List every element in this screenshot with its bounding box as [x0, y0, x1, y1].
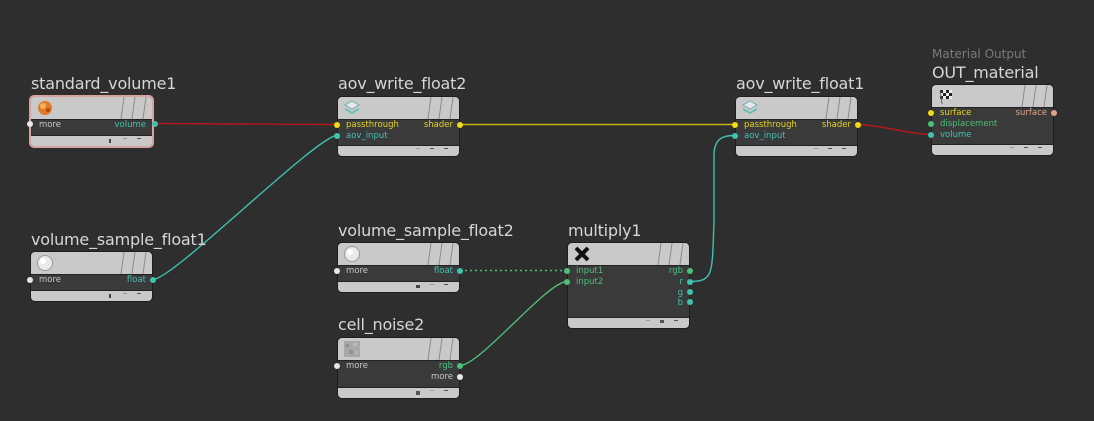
output-label: g	[677, 288, 683, 298]
node-title: volume_sample_float2	[338, 221, 514, 240]
node-card[interactable]: surface surface displacement volume	[931, 84, 1054, 156]
cloud-sphere-icon	[343, 245, 361, 263]
cloud-sphere-icon	[36, 254, 54, 272]
aov-layers-icon	[343, 99, 361, 117]
input-port-aov_input[interactable]	[732, 132, 738, 139]
node-card[interactable]: more volume	[29, 95, 154, 148]
node-title: aov_write_float2	[338, 74, 467, 93]
output-label: shader	[423, 120, 453, 130]
input-port-more[interactable]	[27, 276, 33, 283]
input-label: aov_input	[346, 131, 388, 141]
input-label: displacement	[940, 119, 998, 129]
input-label: passthrough	[346, 120, 399, 130]
node-title: standard_volume1	[31, 74, 177, 93]
input-port-input1[interactable]	[564, 267, 570, 274]
input-label: input2	[576, 277, 604, 287]
node-card[interactable]: passthrough shader aov_input	[735, 96, 858, 157]
output-label: float	[433, 266, 453, 276]
output-label: surface	[1015, 108, 1047, 118]
input-port-passthrough[interactable]	[334, 121, 340, 128]
output-label: b	[677, 298, 683, 308]
output-port-r[interactable]	[687, 278, 693, 285]
input-port-more[interactable]	[334, 362, 340, 369]
connection-wire[interactable]	[857, 123, 932, 136]
input-label: more	[346, 266, 369, 276]
node-title: cell_noise2	[338, 315, 425, 334]
output-port-float[interactable]	[150, 276, 156, 283]
node-title: OUT_material	[932, 63, 1039, 82]
output-label: float	[126, 275, 146, 285]
output-label: r	[679, 277, 684, 287]
noise-texture-icon	[343, 340, 361, 358]
node-card[interactable]: passthrough shader aov_input	[337, 96, 460, 157]
checkered-flag-icon	[937, 87, 955, 105]
node-card[interactable]: input1 rgb input2 r g b	[567, 242, 690, 329]
connection-wire[interactable]	[152, 134, 338, 281]
output-port-b[interactable]	[687, 299, 693, 305]
input-port-volume[interactable]	[928, 131, 934, 138]
output-label: volume	[114, 120, 147, 130]
input-label: aov_input	[744, 131, 786, 141]
input-label: volume	[940, 130, 972, 140]
output-label: more	[430, 372, 453, 382]
node-title: volume_sample_float1	[31, 230, 207, 249]
input-label: more	[39, 120, 62, 130]
input-label: surface	[940, 108, 972, 118]
connection-wire[interactable]	[154, 122, 338, 126]
output-port-rgb[interactable]	[457, 362, 463, 369]
input-label: more	[346, 361, 369, 371]
output-label: rgb	[668, 266, 683, 276]
input-port-displacement[interactable]	[928, 120, 934, 127]
node-type-label: Material Output	[932, 47, 1027, 61]
output-label: rgb	[438, 361, 453, 371]
output-port-volume[interactable]	[152, 120, 158, 127]
output-port-rgb[interactable]	[687, 267, 693, 274]
volume-shader-icon	[36, 99, 54, 117]
input-label: more	[39, 275, 62, 285]
output-port-surface[interactable]	[1051, 109, 1057, 116]
input-port-surface[interactable]	[928, 109, 934, 116]
output-port-shader[interactable]	[855, 121, 861, 128]
connection-wire[interactable]	[689, 134, 736, 283]
input-label: passthrough	[744, 120, 797, 130]
input-port-more[interactable]	[334, 267, 340, 274]
output-label: shader	[821, 120, 851, 130]
connection-wire[interactable]	[459, 280, 568, 367]
input-label: input1	[576, 266, 604, 276]
output-port-float[interactable]	[457, 267, 463, 274]
input-port-input2[interactable]	[564, 278, 570, 285]
node-card[interactable]: more float	[337, 242, 460, 293]
node-card[interactable]: more float	[30, 251, 153, 302]
output-port-shader[interactable]	[457, 121, 463, 128]
input-port-passthrough[interactable]	[732, 121, 738, 128]
output-port-more[interactable]	[457, 373, 463, 380]
input-port-aov_input[interactable]	[334, 132, 340, 139]
output-port-g[interactable]	[687, 289, 693, 295]
aov-layers-icon	[741, 99, 759, 117]
multiply-x-icon	[573, 245, 591, 263]
input-port-more[interactable]	[27, 120, 33, 127]
node-title: multiply1	[568, 221, 642, 240]
node-title: aov_write_float1	[736, 74, 865, 93]
